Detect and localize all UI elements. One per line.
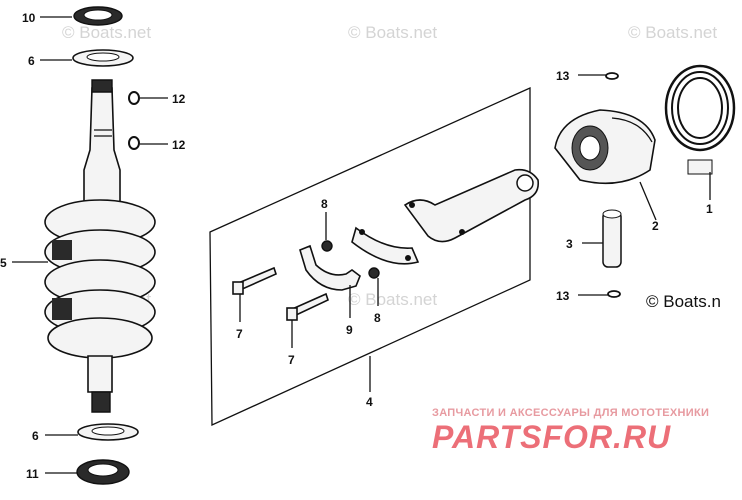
watermark-text: © Boats.net [62,23,151,42]
callout-8: 8 [321,197,328,211]
callout-7: 7 [236,327,243,341]
callout-10: 10 [22,11,36,25]
callout-12: 12 [172,92,186,106]
callout-3: 3 [566,237,573,251]
watermark-text: © Boats.net [628,23,717,42]
callout-9: 9 [346,323,353,337]
crankshaft-assembly[interactable] [44,6,156,485]
promo-banner: ЗАПЧАСТИ И АКСЕССУАРЫ ДЛЯ МОТОТЕХНИКИ PA… [432,407,709,455]
copyright-text: © Boats.n [646,292,721,311]
callout-13: 13 [556,289,570,303]
callout-7: 7 [288,353,295,367]
promo-brand: PARTSFOR.RU [432,419,671,455]
callout-5: 5 [0,256,7,270]
callout-11: 11 [26,467,39,481]
leader-lines [12,16,711,474]
callout-labels: 10 6 12 12 5 6 11 8 8 7 7 9 4 13 13 2 1 … [0,11,713,481]
callout-1: 1 [706,202,713,216]
callout-4: 4 [366,395,373,409]
callout-6: 6 [28,54,35,68]
piston-assembly[interactable] [554,64,736,298]
callout-8: 8 [374,311,381,325]
callout-2: 2 [652,219,659,233]
callout-12: 12 [172,138,186,152]
callout-13: 13 [556,69,570,83]
callout-6: 6 [32,429,39,443]
watermark-text: © Boats.net [348,290,437,309]
connecting-rod-kit[interactable] [209,86,540,427]
promo-subtitle: ЗАПЧАСТИ И АКСЕССУАРЫ ДЛЯ МОТОТЕХНИКИ [432,407,709,419]
watermark-text: © Boats.net [348,23,437,42]
